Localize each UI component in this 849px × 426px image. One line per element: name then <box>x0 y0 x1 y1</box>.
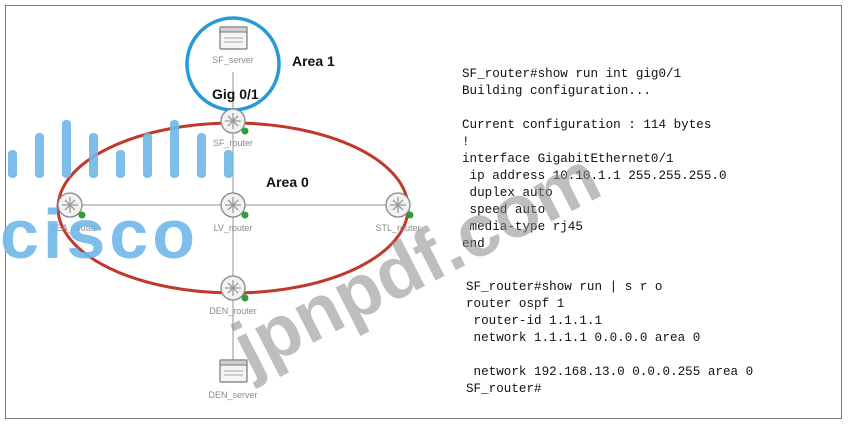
cli-line: media-type rj45 <box>462 220 583 234</box>
den-server-label: DEN_server <box>208 390 258 400</box>
cli-line: ! <box>462 135 470 149</box>
area1-label: Area 1 <box>292 53 335 69</box>
den-server-icon[interactable] <box>219 359 248 383</box>
cli-line <box>466 347 753 364</box>
diagram-frame <box>5 5 842 419</box>
cli-line: end <box>462 237 485 251</box>
cli-line: router ospf 1 <box>466 297 565 311</box>
sf-router-label: SF_router <box>212 138 254 148</box>
cli-line: network 1.1.1.1 0.0.0.0 area 0 <box>466 331 701 345</box>
cli-line: interface GigabitEthernet0/1 <box>462 152 674 166</box>
sea-router-label: SEA_router <box>49 223 97 233</box>
cli-line: duplex auto <box>462 186 553 200</box>
cli-line <box>462 100 727 117</box>
sf-server-icon[interactable] <box>219 26 248 50</box>
cli-line: SF_router# <box>466 382 542 396</box>
interface-label: Gig 0/1 <box>212 86 259 102</box>
cli-line: Current configuration : 114 bytes <box>462 118 712 132</box>
sf-router-icon[interactable] <box>220 108 249 135</box>
cli-line: network 192.168.13.0 0.0.0.255 area 0 <box>466 365 754 379</box>
cli-line: router-id 1.1.1.1 <box>466 314 603 328</box>
sea-router-icon[interactable] <box>57 192 86 219</box>
lv-router-label: LV_router <box>213 223 253 233</box>
sf-server-label: SF_server <box>212 55 254 65</box>
cli-line: Building configuration... <box>462 84 651 98</box>
cli-line: ip address 10.10.1.1 255.255.255.0 <box>462 169 727 183</box>
stl-router-icon[interactable] <box>385 192 414 219</box>
area0-label: Area 0 <box>266 174 309 190</box>
cli-line: SF_router#show run int gig0/1 <box>462 67 682 81</box>
lv-router-icon[interactable] <box>220 192 249 219</box>
den-router-label: DEN_router <box>209 306 257 316</box>
stl-router-label: STL_router <box>375 223 421 233</box>
cli-line: speed auto <box>462 203 546 217</box>
den-router-icon[interactable] <box>220 275 249 302</box>
cli-line: SF_router#show run | s r o <box>466 280 663 294</box>
